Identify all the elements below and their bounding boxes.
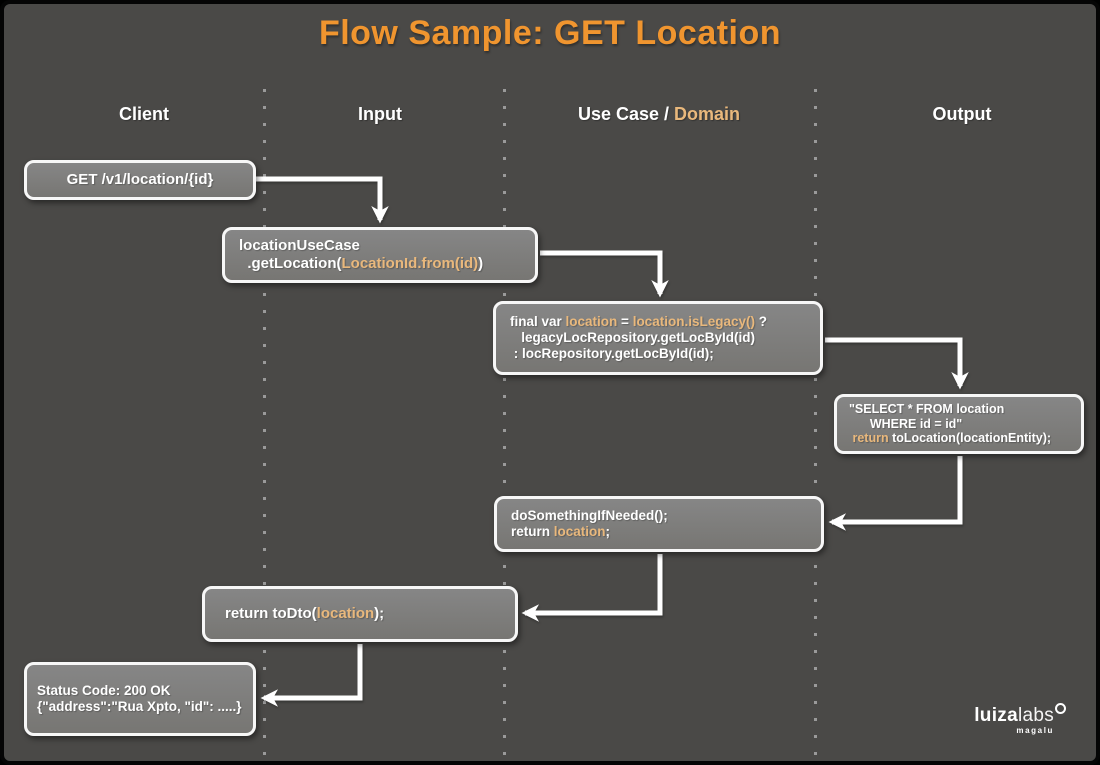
logo-luiza-text: luiza — [974, 705, 1018, 726]
node-text: ) — [478, 255, 484, 272]
lane-header-domain-part: Domain — [674, 104, 741, 124]
node-text: {"address":"Rua Xpto, "id": .....} — [37, 699, 242, 714]
lane-header-input: Input — [358, 104, 402, 124]
node-text: ? — [754, 314, 767, 330]
node-text-highlight: location.isLegacy() — [632, 314, 755, 330]
node-text: return — [511, 524, 554, 539]
node-input-return-dto: return toDto(location); — [202, 586, 518, 642]
node-text: Status Code: 200 OK — [37, 683, 171, 699]
node-text: legacyLocRepository.getLocById(id) — [510, 330, 756, 346]
node-domain-legacy-branch: final var location = location.isLegacy()… — [493, 301, 823, 375]
arrow-sql-to-postprocess — [828, 456, 963, 531]
node-text: : locRepository.getLocById(id); — [510, 345, 714, 361]
logo-magalu-text: magalu — [1016, 726, 1054, 735]
lane-header-client: Client — [118, 104, 170, 124]
lane-divider-3 — [814, 89, 817, 761]
arrow-usecase-to-domain — [540, 250, 669, 298]
lane-divider-2 — [503, 89, 506, 761]
arrow-dto-to-response — [260, 644, 363, 707]
node-output-sql-query: "SELECT * FROM location WHERE id = id" r… — [834, 394, 1084, 454]
node-text: .getLocation( — [239, 255, 342, 272]
node-text: ; — [605, 524, 611, 539]
logo-ring-icon — [1055, 703, 1066, 714]
node-text: final var — [510, 314, 566, 330]
lane-header-output: Output — [932, 104, 992, 124]
arrow-postprocess-to-dto — [521, 554, 663, 622]
node-text: toLocation(locationEntity); — [888, 431, 1052, 446]
lane-divider-1 — [263, 89, 266, 761]
luizalabs-logo: luizalabs magalu — [974, 703, 1066, 735]
node-text-highlight: location — [553, 524, 606, 539]
node-client-request: GET /v1/location/{id} — [24, 160, 256, 200]
node-text-highlight: location — [565, 314, 618, 330]
node-text: locationUseCase — [239, 237, 360, 255]
logo-labs-text: labs — [1017, 705, 1054, 726]
page-title: Flow Sample: GET Location — [318, 14, 782, 52]
arrow-request-to-usecase — [256, 176, 389, 224]
node-text: WHERE id = id" — [849, 416, 963, 431]
arrow-domain-to-sql — [825, 337, 969, 390]
node-domain-post-process: doSomethingIfNeeded(); return location; — [494, 496, 824, 552]
node-text: GET /v1/location/{id} — [66, 171, 214, 189]
node-text-highlight: location — [316, 605, 375, 623]
node-text-highlight: return — [849, 431, 889, 446]
lane-header-usecase-domain: Use Case / Domain — [578, 104, 740, 125]
flow-arrows — [256, 176, 969, 707]
node-input-usecase-call: locationUseCase .getLocation(LocationId.… — [222, 227, 538, 283]
node-text: ); — [374, 605, 385, 623]
node-text: "SELECT * FROM location — [849, 401, 1005, 416]
node-client-response: Status Code: 200 OK {"address":"Rua Xpto… — [24, 662, 256, 736]
node-text: doSomethingIfNeeded(); — [511, 508, 668, 524]
lane-header-usecase-part: Use Case / — [577, 104, 675, 124]
node-text: = — [617, 314, 633, 330]
node-text-highlight: LocationId.from(id) — [341, 255, 479, 272]
node-text: return toDto( — [225, 605, 317, 623]
